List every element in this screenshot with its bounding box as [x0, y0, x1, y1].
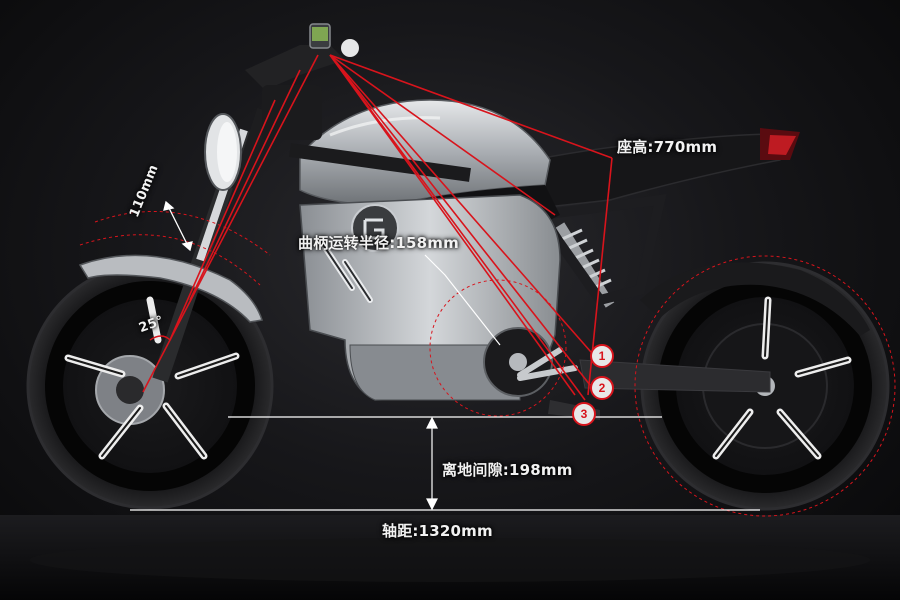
position-marker-2: 2 — [590, 376, 614, 400]
swingarm — [579, 359, 771, 393]
crank-radius-label: 曲柄运转半径:158mm — [298, 234, 459, 252]
ground-clearance-label: 离地间隙:198mm — [442, 461, 573, 479]
front-fender — [78, 254, 263, 323]
rake-angle-arc — [149, 335, 171, 341]
handlebar — [245, 45, 345, 90]
crank-radius-leader — [424, 254, 501, 346]
wheelbase-label: 轴距:1320mm — [382, 522, 493, 540]
subframe — [531, 194, 667, 306]
headstock-cover — [262, 85, 322, 140]
floor-reflection — [30, 538, 870, 582]
mirror-end — [341, 39, 359, 57]
footpeg-bracket — [517, 347, 578, 381]
fork-travel-arrow — [163, 200, 193, 252]
dashed-arcs — [79, 211, 896, 517]
seat — [468, 133, 792, 211]
position-marker-3: 3 — [572, 402, 596, 426]
seat-height-label: 座高:770mm — [617, 138, 718, 156]
front-wheel — [26, 262, 274, 510]
rear-hugger — [640, 262, 870, 336]
main-frame — [289, 143, 471, 182]
position-marker-1: 1 — [590, 344, 614, 368]
